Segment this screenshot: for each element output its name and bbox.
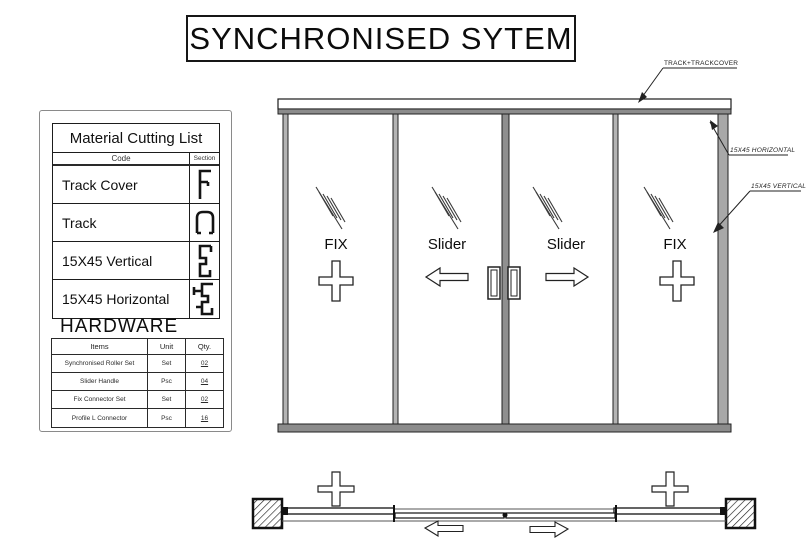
hardware-qty: 02 [185,391,223,408]
hardware-title: HARDWARE [60,316,179,337]
wall-block-right [724,497,757,530]
code-column-header: Code [111,154,131,163]
hardware-qty: 04 [185,373,223,390]
drawing-title: SYNCHRONISED SYTEM [186,15,576,62]
fix-cross-icon [651,471,689,507]
hardware-unit: Set [147,355,185,372]
fix-cross-icon [317,471,355,507]
tables-panel: Material Cutting List Code Section Track… [39,110,232,432]
slider-panel-plan-left [394,512,505,519]
meeting-point [502,512,508,518]
horizontal-profile-icon [189,280,219,318]
slider-panel-plan-right [505,512,616,519]
cutting-list-header: Code Section [53,153,219,166]
panel-label-slider-1: Slider [427,236,467,253]
callout-vertical: 15X45 VERTICAL [751,183,807,190]
glass-mark [643,186,674,230]
callout-leaders [638,67,801,233]
hardware-qty: 02 [185,355,223,372]
track-cover-profile-icon [189,166,219,203]
table-row: 15X45 Vertical [53,242,219,280]
hardware-header: Items Unit Qty. [52,339,223,355]
hardware-item: Fix Connector Set [73,396,126,403]
right-stile [717,113,729,425]
arrow-left-icon [423,520,464,537]
table-row: Track [53,204,219,242]
cutting-list-title: Material Cutting List [53,124,219,153]
table-row: Track Cover [53,166,219,204]
left-stile [282,113,289,425]
hardware-unit: Psc [147,373,185,390]
arrow-left-icon [424,266,469,288]
material-name: Track [62,214,97,231]
table-row: Profile L Connector Psc 16 [52,409,223,427]
divider-1 [392,113,399,425]
hardware-item: Slider Handle [79,378,120,385]
hardware-item: Synchronised Roller Set [64,360,135,367]
hardware-table: Items Unit Qty. Synchronised Roller Set … [51,338,224,428]
hardware-unit: Set [147,391,185,408]
divider-2 [612,113,619,425]
plan-view [251,471,757,538]
arrow-right-icon [529,521,570,538]
qty-column-header: Qty. [185,339,223,354]
hardware-unit: Psc [147,409,185,427]
material-name: 15X45 Vertical [62,252,153,269]
glass-mark [532,186,563,230]
arrow-right-icon [545,266,590,288]
bottom-rail [277,423,732,433]
glass-mark [431,186,462,230]
fix-panel-plan-left [283,507,395,515]
unit-column-header: Unit [147,339,185,354]
table-row: Slider Handle Psc 04 [52,373,223,391]
panel-label-fix-1: FIX [324,236,348,253]
frame-members [277,113,732,433]
slider-arrows [424,266,590,288]
table-row: 15X45 Horizontal [53,280,219,318]
callout-horizontal: 15X45 HORIZONTAL [730,147,796,154]
material-cutting-list-table: Material Cutting List Code Section Track… [52,123,220,319]
section-column-header: Section [189,153,219,164]
items-column-header: Items [90,342,109,351]
hardware-item: Profile L Connector [71,414,128,422]
glass-mark [315,186,346,230]
material-name: 15X45 Horizontal [62,291,170,307]
wall-block-left [251,497,284,530]
callout-track: TRACK+TRACKCOVER [664,60,739,67]
fix-panel-plan-right [613,507,725,515]
vertical-profile-icon [189,242,219,279]
fix-cross-icon [659,260,695,302]
table-row: Fix Connector Set Set 02 [52,391,223,409]
panel-label-fix-2: FIX [663,236,687,253]
track-and-cover [277,98,732,115]
fix-cross-icon [318,260,354,302]
material-name: Track Cover [62,176,138,193]
slider-handles [487,266,521,300]
panel-label-slider-2: Slider [546,236,586,253]
glass-marks [315,186,674,230]
track-profile-icon [189,204,219,241]
fix-symbols [318,260,695,302]
hardware-qty: 16 [185,409,223,427]
table-row: Synchronised Roller Set Set 02 [52,355,223,373]
